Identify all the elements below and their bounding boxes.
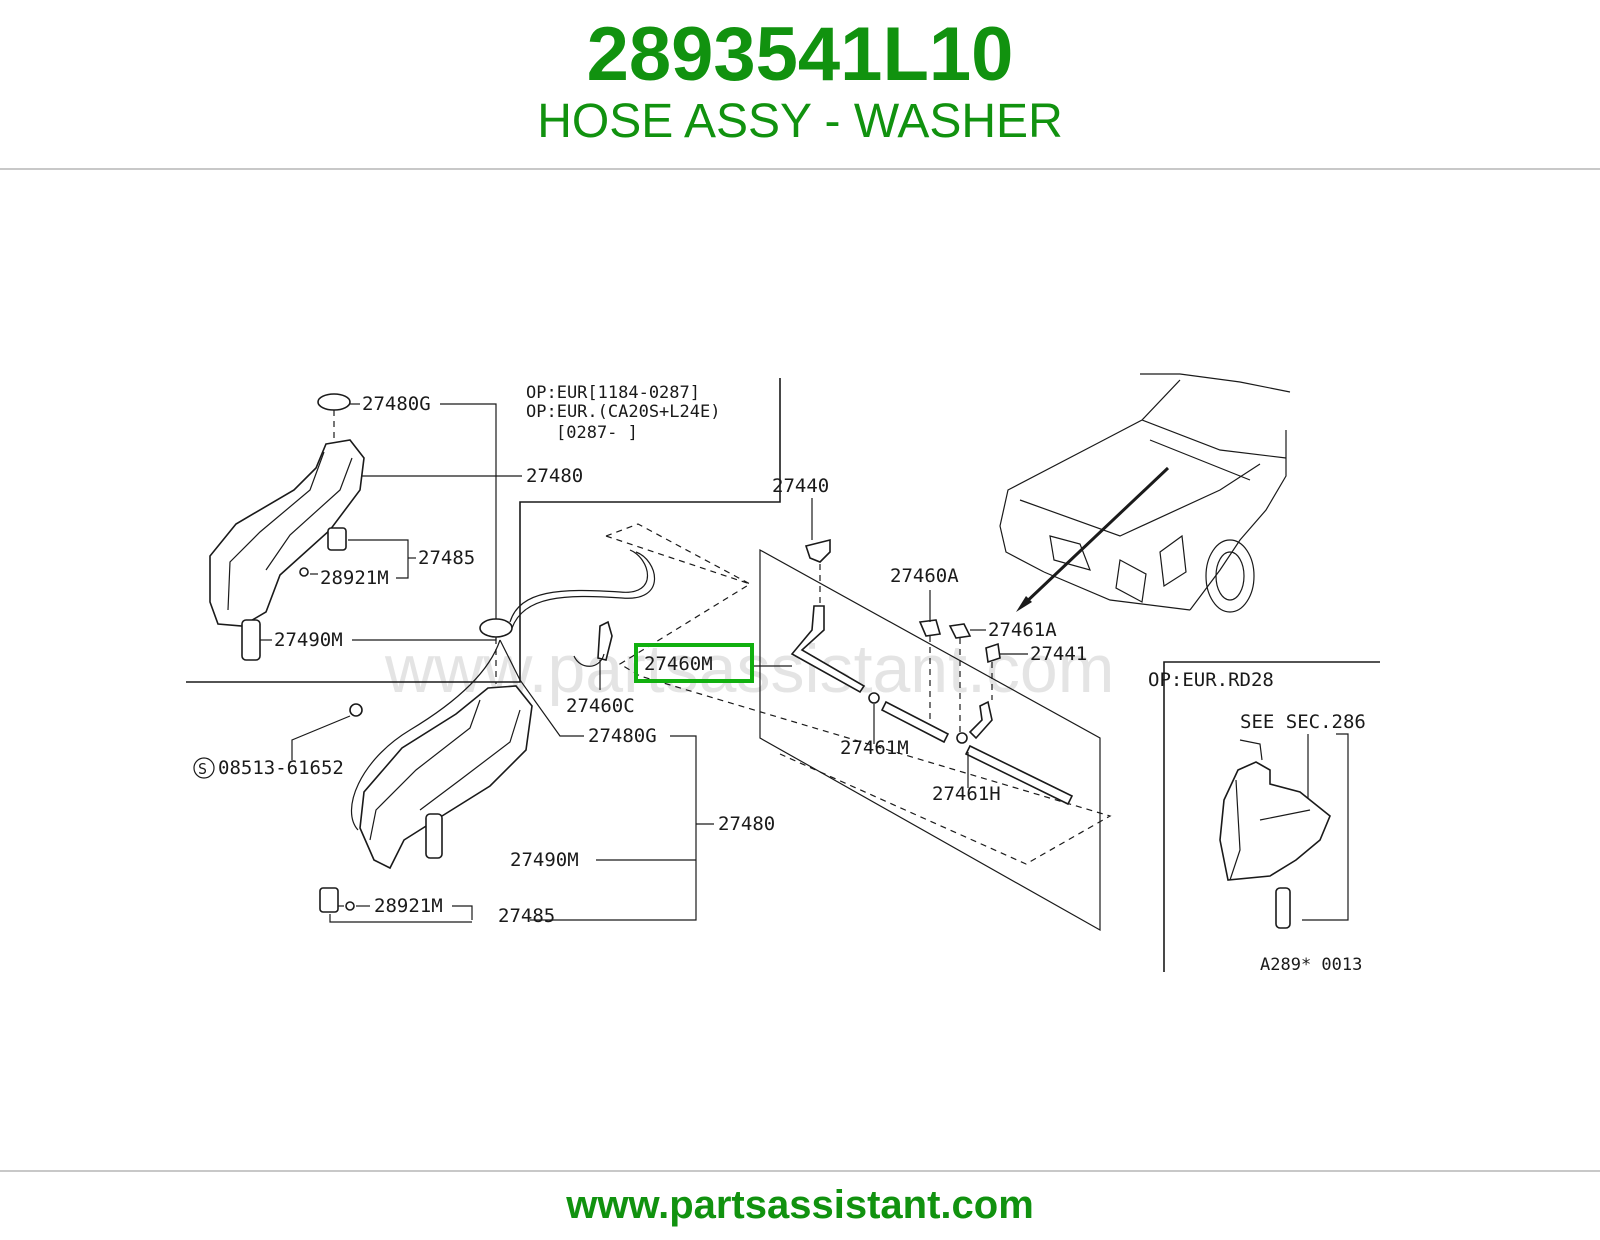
label-27490M-upper: 27490M bbox=[274, 629, 343, 651]
label-27490M-lower: 27490M bbox=[510, 849, 579, 871]
label-27441: 27441 bbox=[1030, 643, 1087, 665]
label-27461M: 27461M bbox=[840, 737, 909, 759]
label-27480-lower: 27480 bbox=[718, 813, 775, 835]
figure-code: A289* 0013 bbox=[1260, 955, 1362, 975]
label-27461A: 27461A bbox=[988, 619, 1057, 641]
hose-27460M bbox=[790, 605, 866, 694]
hose-27461M bbox=[880, 700, 950, 744]
joint-27440 bbox=[804, 538, 831, 563]
page-header: 2893541L10 HOSE ASSY - WASHER bbox=[0, 0, 1600, 168]
grommet-upper bbox=[299, 567, 309, 577]
header-divider bbox=[0, 168, 1600, 170]
nozzle-27460C bbox=[597, 620, 613, 661]
inset-reference: SEE SEC.286 bbox=[1240, 711, 1366, 733]
pump-lower bbox=[319, 887, 339, 913]
hood-panel-outline bbox=[759, 548, 1101, 932]
clip-27461A bbox=[948, 623, 972, 639]
parts-diagram: www.partsassistant.com OP:EUR[1184-0287]… bbox=[180, 340, 1420, 1016]
tank-cap-upper bbox=[317, 393, 351, 411]
bolt-symbol-icon bbox=[193, 757, 215, 779]
label-28921M-upper: 28921M bbox=[320, 567, 389, 589]
label-27485-upper: 27485 bbox=[418, 547, 475, 569]
washer-tank-lower bbox=[359, 685, 533, 870]
tank-cap-lower bbox=[479, 618, 513, 638]
inset-title: OP:EUR.RD28 bbox=[1148, 669, 1274, 691]
parts-diagram-svg: www.partsassistant.com OP:EUR[1184-0287]… bbox=[186, 373, 1380, 975]
label-27440: 27440 bbox=[772, 475, 829, 497]
inset-tank-sketch bbox=[1219, 739, 1331, 929]
upper-variant-frame bbox=[186, 378, 781, 683]
label-27485-lower: 27485 bbox=[498, 905, 555, 927]
part-name-subtitle: HOSE ASSY - WASHER bbox=[537, 95, 1063, 148]
pump-upper bbox=[327, 527, 347, 551]
svg-text:S: S bbox=[198, 760, 207, 778]
footer-divider bbox=[0, 1170, 1600, 1172]
joint-27461M bbox=[868, 692, 880, 704]
highlight-box-27460M bbox=[634, 643, 754, 683]
label-27460M: 27460M bbox=[644, 653, 713, 675]
arrow-head-icon bbox=[1016, 596, 1032, 612]
part-number-title: 2893541L10 bbox=[586, 12, 1014, 97]
note-line-1: OP:EUR[1184-0287] bbox=[526, 383, 700, 403]
note-line-2: OP:EUR.(CA20S+L24E) bbox=[526, 402, 720, 422]
label-27480G-upper: 27480G bbox=[362, 393, 431, 415]
label-27460C: 27460C bbox=[566, 695, 635, 717]
hose-27461H bbox=[964, 744, 1074, 806]
label-27460A: 27460A bbox=[890, 565, 959, 587]
bolt bbox=[349, 703, 363, 717]
label-27480G-lower: 27480G bbox=[588, 725, 657, 747]
nozzle-27441 bbox=[985, 642, 1001, 664]
vehicle-front-sketch bbox=[999, 373, 1291, 613]
footer-website-link[interactable]: www.partsassistant.com bbox=[566, 1183, 1034, 1227]
grommet-lower bbox=[345, 901, 355, 911]
strainer-upper bbox=[241, 619, 261, 661]
label-27461H: 27461H bbox=[932, 783, 1001, 805]
label-27480-upper: 27480 bbox=[526, 465, 583, 487]
hose-short-27441 bbox=[968, 700, 993, 740]
clip-27460A bbox=[918, 619, 942, 637]
note-line-3: [0287- ] bbox=[556, 423, 638, 443]
strainer-lower bbox=[425, 813, 443, 859]
arrow-shaft bbox=[1020, 466, 1170, 608]
inset-frame bbox=[1163, 661, 1380, 972]
label-28921M-lower: 28921M bbox=[374, 895, 443, 917]
label-bolt-08513-61652: 08513-61652 bbox=[218, 757, 344, 779]
washer-hose-lower bbox=[509, 549, 648, 623]
